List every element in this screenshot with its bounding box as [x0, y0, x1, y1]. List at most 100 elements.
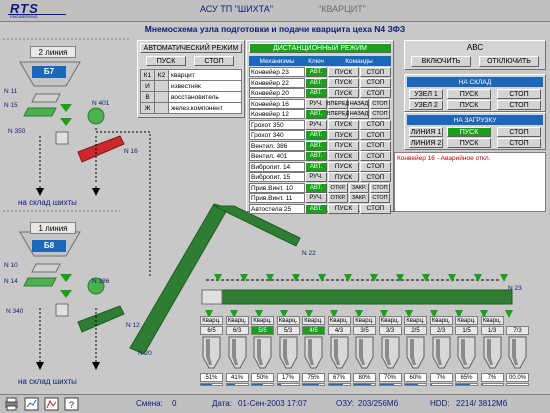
mechanism-command-button[interactable]: ОТКР.: [328, 182, 348, 193]
k1-cell[interactable]: И: [140, 80, 155, 92]
hopper-ratio[interactable]: 5/5: [251, 326, 274, 335]
hopper-ratio[interactable]: 5/3: [276, 326, 300, 335]
node2-stop-button[interactable]: СТОП: [497, 100, 541, 110]
hopper-ratio[interactable]: 1/5: [455, 326, 478, 335]
mechanism-key-toggle[interactable]: РУЧ.: [305, 193, 327, 203]
mechanism-command-button[interactable]: ПУСК: [328, 161, 359, 172]
hopper-ratio[interactable]: 2/3: [429, 326, 453, 335]
hopper-level-fill: [201, 384, 212, 385]
line2-start-button[interactable]: ПУСК: [447, 138, 491, 148]
abc-on-button[interactable]: ВКЛЮЧИТЬ: [411, 56, 471, 67]
mechanism-command-button[interactable]: СТОП: [360, 88, 391, 98]
hopper-level-percent: 41%: [225, 373, 249, 382]
hopper-ratio[interactable]: 6/5: [200, 326, 223, 335]
abc-off-button[interactable]: ОТКЛЮЧИТЬ: [479, 56, 539, 67]
mechanism-key-toggle[interactable]: АВТ.: [305, 77, 327, 88]
k1-cell[interactable]: В: [140, 91, 155, 103]
mechanism-command-button[interactable]: НАЗАД: [349, 98, 369, 109]
line2-destination: на склад шихты: [18, 198, 77, 207]
mechanism-command-button[interactable]: ПУСК: [328, 77, 359, 88]
printer-icon[interactable]: [4, 397, 19, 411]
mechanism-command-button[interactable]: ПУСК: [328, 151, 359, 161]
mechanism-command-button[interactable]: СТОП: [360, 140, 391, 151]
report-icon[interactable]: [24, 397, 39, 411]
mechanism-key-toggle[interactable]: АВТ.: [305, 182, 327, 193]
hopper-ratio[interactable]: 1/3: [480, 326, 504, 335]
mechanism-command-button[interactable]: ОТКР.: [328, 193, 348, 203]
auto-stop-button[interactable]: СТОП: [194, 56, 234, 66]
hopper-ratio[interactable]: 4/3: [327, 326, 351, 335]
mechanism-name: Конвейер 16: [249, 98, 305, 109]
mechanism-command-button[interactable]: ПУСК: [328, 203, 359, 214]
mechanism-command-button[interactable]: СТОП: [360, 130, 391, 140]
mechanism-command-button[interactable]: СТОП: [360, 161, 391, 172]
line2-stop-button[interactable]: СТОП: [497, 138, 541, 148]
hopper-ratio[interactable]: 6/3: [225, 326, 249, 335]
mechanism-command-button[interactable]: СТОП: [360, 119, 391, 130]
remote-mode-button[interactable]: ДИСТАНЦИОННЫЙ РЕЖИМ: [249, 43, 391, 53]
k2-cell[interactable]: [154, 80, 169, 92]
hopper-ratio[interactable]: 4/5: [302, 326, 325, 335]
mechanism-command-button[interactable]: ЗАКР.: [349, 182, 369, 193]
mechanism-command-button[interactable]: ПУСК: [328, 67, 359, 77]
node1-start-button[interactable]: ПУСК: [447, 89, 491, 99]
to-storage-panel: НА СКЛАД УЗЕЛ 1 ПУСК СТОП УЗЕЛ 2 ПУСК СТ…: [404, 74, 546, 112]
mechanism-key-toggle[interactable]: АВТ.: [305, 88, 327, 98]
mechanism-command-button[interactable]: СТОП: [360, 151, 391, 161]
auto-start-button[interactable]: ПУСК: [146, 56, 186, 66]
mechanism-command-button[interactable]: ПУСК: [328, 119, 359, 130]
mechanism-command-button[interactable]: СТОП: [360, 67, 391, 77]
material-name: желез.компонент: [168, 102, 242, 114]
mechanism-key-toggle[interactable]: РУЧ.: [305, 119, 327, 130]
trend-icon[interactable]: [44, 397, 59, 411]
mechanism-command-button[interactable]: СТОП: [370, 193, 390, 203]
mechanism-command-button[interactable]: СТОП: [360, 77, 391, 88]
mechanism-key-toggle[interactable]: АВТ.: [305, 161, 327, 172]
k2-cell[interactable]: [154, 102, 169, 114]
line1-start-button[interactable]: ПУСК: [447, 127, 491, 137]
mechanism-command-button[interactable]: ПУСК: [328, 172, 359, 182]
mechanism-key-toggle[interactable]: АВТ.: [305, 151, 327, 161]
flow-arrow: [60, 274, 72, 282]
hopper-silo: [330, 336, 348, 369]
mechanism-command-button[interactable]: ПУСК: [328, 130, 359, 140]
hopper-ratio[interactable]: 3/3: [378, 326, 402, 335]
hopper-ratio[interactable]: 2/5: [404, 326, 427, 335]
auto-mode-button[interactable]: АВТОМАТИЧЕСКИЙ РЕЖИМ: [140, 43, 242, 53]
mechanism-command-button[interactable]: СТОП: [370, 109, 390, 119]
mechanism-key-toggle[interactable]: АВТ.: [305, 109, 327, 119]
mechanism-command-button[interactable]: ВПЕРЕД: [326, 109, 350, 119]
to-storage-title: НА СКЛАД: [407, 77, 543, 87]
k1-cell[interactable]: К1: [140, 69, 155, 81]
hopper-level-bar: [429, 383, 453, 386]
logo-subtitle: ENGINEERING: [10, 14, 39, 19]
mechanism-command-button[interactable]: СТОП: [360, 203, 391, 214]
mechanism-key-toggle[interactable]: РУЧ.: [305, 172, 327, 182]
line1-stop-button[interactable]: СТОП: [497, 127, 541, 137]
mechanism-key-toggle[interactable]: АВТ.: [305, 203, 327, 214]
mechanism-command-button[interactable]: ПУСК: [328, 140, 359, 151]
mechanism-command-button[interactable]: ЗАКР.: [349, 193, 369, 203]
hopper-ratio[interactable]: 7/3: [506, 326, 529, 335]
node1-stop-button[interactable]: СТОП: [497, 89, 541, 99]
mechanism-command-button[interactable]: НАЗАД: [349, 109, 369, 119]
mechanism-command-button[interactable]: ВПЕРЕД: [326, 98, 350, 109]
mechanism-command-button[interactable]: СТОП: [370, 98, 390, 109]
hopper-level-bar: [327, 383, 351, 386]
shift-value: 0: [172, 399, 177, 408]
help-icon[interactable]: ?: [64, 397, 79, 411]
k1-cell[interactable]: Ж: [140, 102, 155, 114]
node2-start-button[interactable]: ПУСК: [447, 100, 491, 110]
mechanism-command-button[interactable]: СТОП: [370, 182, 390, 193]
mechanism-key-toggle[interactable]: АВТ.: [305, 140, 327, 151]
hopper-ratio[interactable]: 3/5: [353, 326, 376, 335]
mechanism-key-toggle[interactable]: РУЧ.: [305, 98, 327, 109]
mechanism-command-button[interactable]: СТОП: [360, 172, 391, 182]
mechanism-key-toggle[interactable]: АВТ.: [305, 67, 327, 77]
k2-cell[interactable]: К2: [154, 69, 169, 81]
k2-cell[interactable]: [154, 91, 169, 103]
flow-line: [39, 308, 97, 366]
mechanism-key-toggle[interactable]: АВТ.: [305, 130, 327, 140]
mechanism-command-button[interactable]: ПУСК: [328, 88, 359, 98]
